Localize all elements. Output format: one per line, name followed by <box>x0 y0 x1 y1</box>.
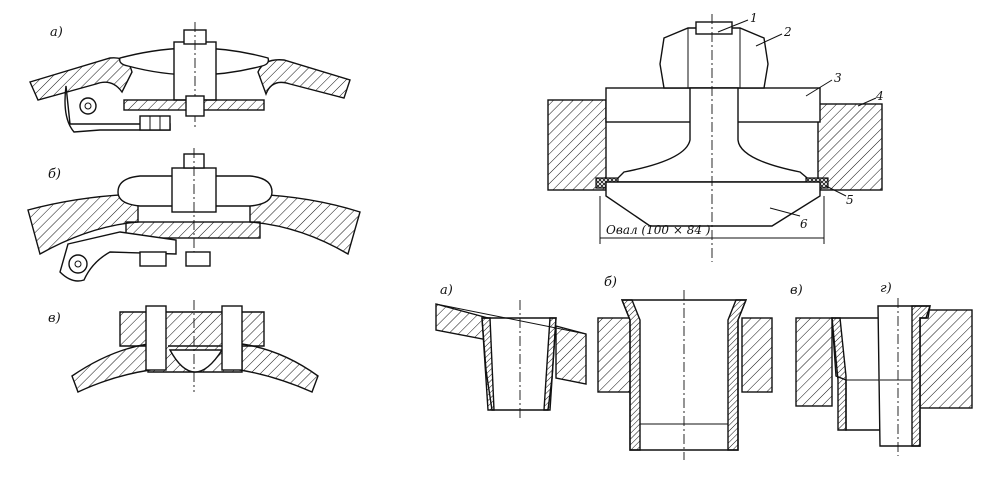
right-bottom-view-b: б) <box>597 275 773 460</box>
wall-v-left <box>795 317 833 407</box>
callout-1: 1 <box>750 11 758 25</box>
label-left-a: а) <box>50 25 63 40</box>
stud-right-v <box>221 305 243 371</box>
shell-wall-left-a <box>29 57 133 101</box>
hex-nut-2 <box>659 27 769 89</box>
right-bottom-view-g: г) <box>877 281 973 456</box>
right-bottom-view-v: в) <box>790 283 881 431</box>
shell-wall-right-b <box>249 193 361 256</box>
hinge-pin-b <box>68 254 88 274</box>
wall-a-right <box>555 325 587 385</box>
left-view-a: а) <box>29 22 351 133</box>
bowl-v <box>168 349 224 373</box>
left-view-v: в) <box>48 300 319 393</box>
label-left-v: в) <box>48 311 61 326</box>
label-left-b: б) <box>48 167 61 182</box>
callout-2: 2 <box>783 25 792 39</box>
bracket-nuts-b2 <box>185 251 211 267</box>
plate-b <box>125 221 261 239</box>
cover-plate-6 <box>605 181 821 227</box>
shell-wall-left-v <box>71 343 151 393</box>
callout-6: 6 <box>800 217 808 231</box>
callout-4: 4 <box>875 89 884 103</box>
right-bottom-view-a: а) <box>435 283 587 418</box>
wall-b-right <box>741 317 773 393</box>
oval-dimension: Овал (100 × 84 ) <box>606 223 711 237</box>
callout-3: 3 <box>834 71 842 85</box>
label-bottom-a: а) <box>440 283 453 298</box>
wall-g-right <box>919 309 973 409</box>
right-top-assembly: Овал (100 × 84 ) 1 2 3 4 5 6 <box>547 11 884 262</box>
hull-wall-left <box>547 99 607 191</box>
bracket-nuts-a <box>139 115 171 131</box>
bolt-tip-1 <box>695 21 733 35</box>
stud-left-v <box>145 305 167 371</box>
label-bottom-g: г) <box>880 281 892 296</box>
stem-a <box>185 95 205 117</box>
shell-wall-right-v <box>239 343 319 393</box>
label-bottom-v: в) <box>790 283 803 298</box>
hinge-pin-a <box>79 97 97 115</box>
left-view-b: б) <box>27 148 361 282</box>
bracket-nuts-b1 <box>139 251 167 267</box>
callout-5: 5 <box>846 193 854 207</box>
shell-wall-right-a <box>257 59 351 99</box>
wall-b-left <box>597 317 635 393</box>
hinge-bracket-b <box>59 231 177 282</box>
hull-wall-right <box>817 103 883 191</box>
label-bottom-b: б) <box>604 275 617 290</box>
